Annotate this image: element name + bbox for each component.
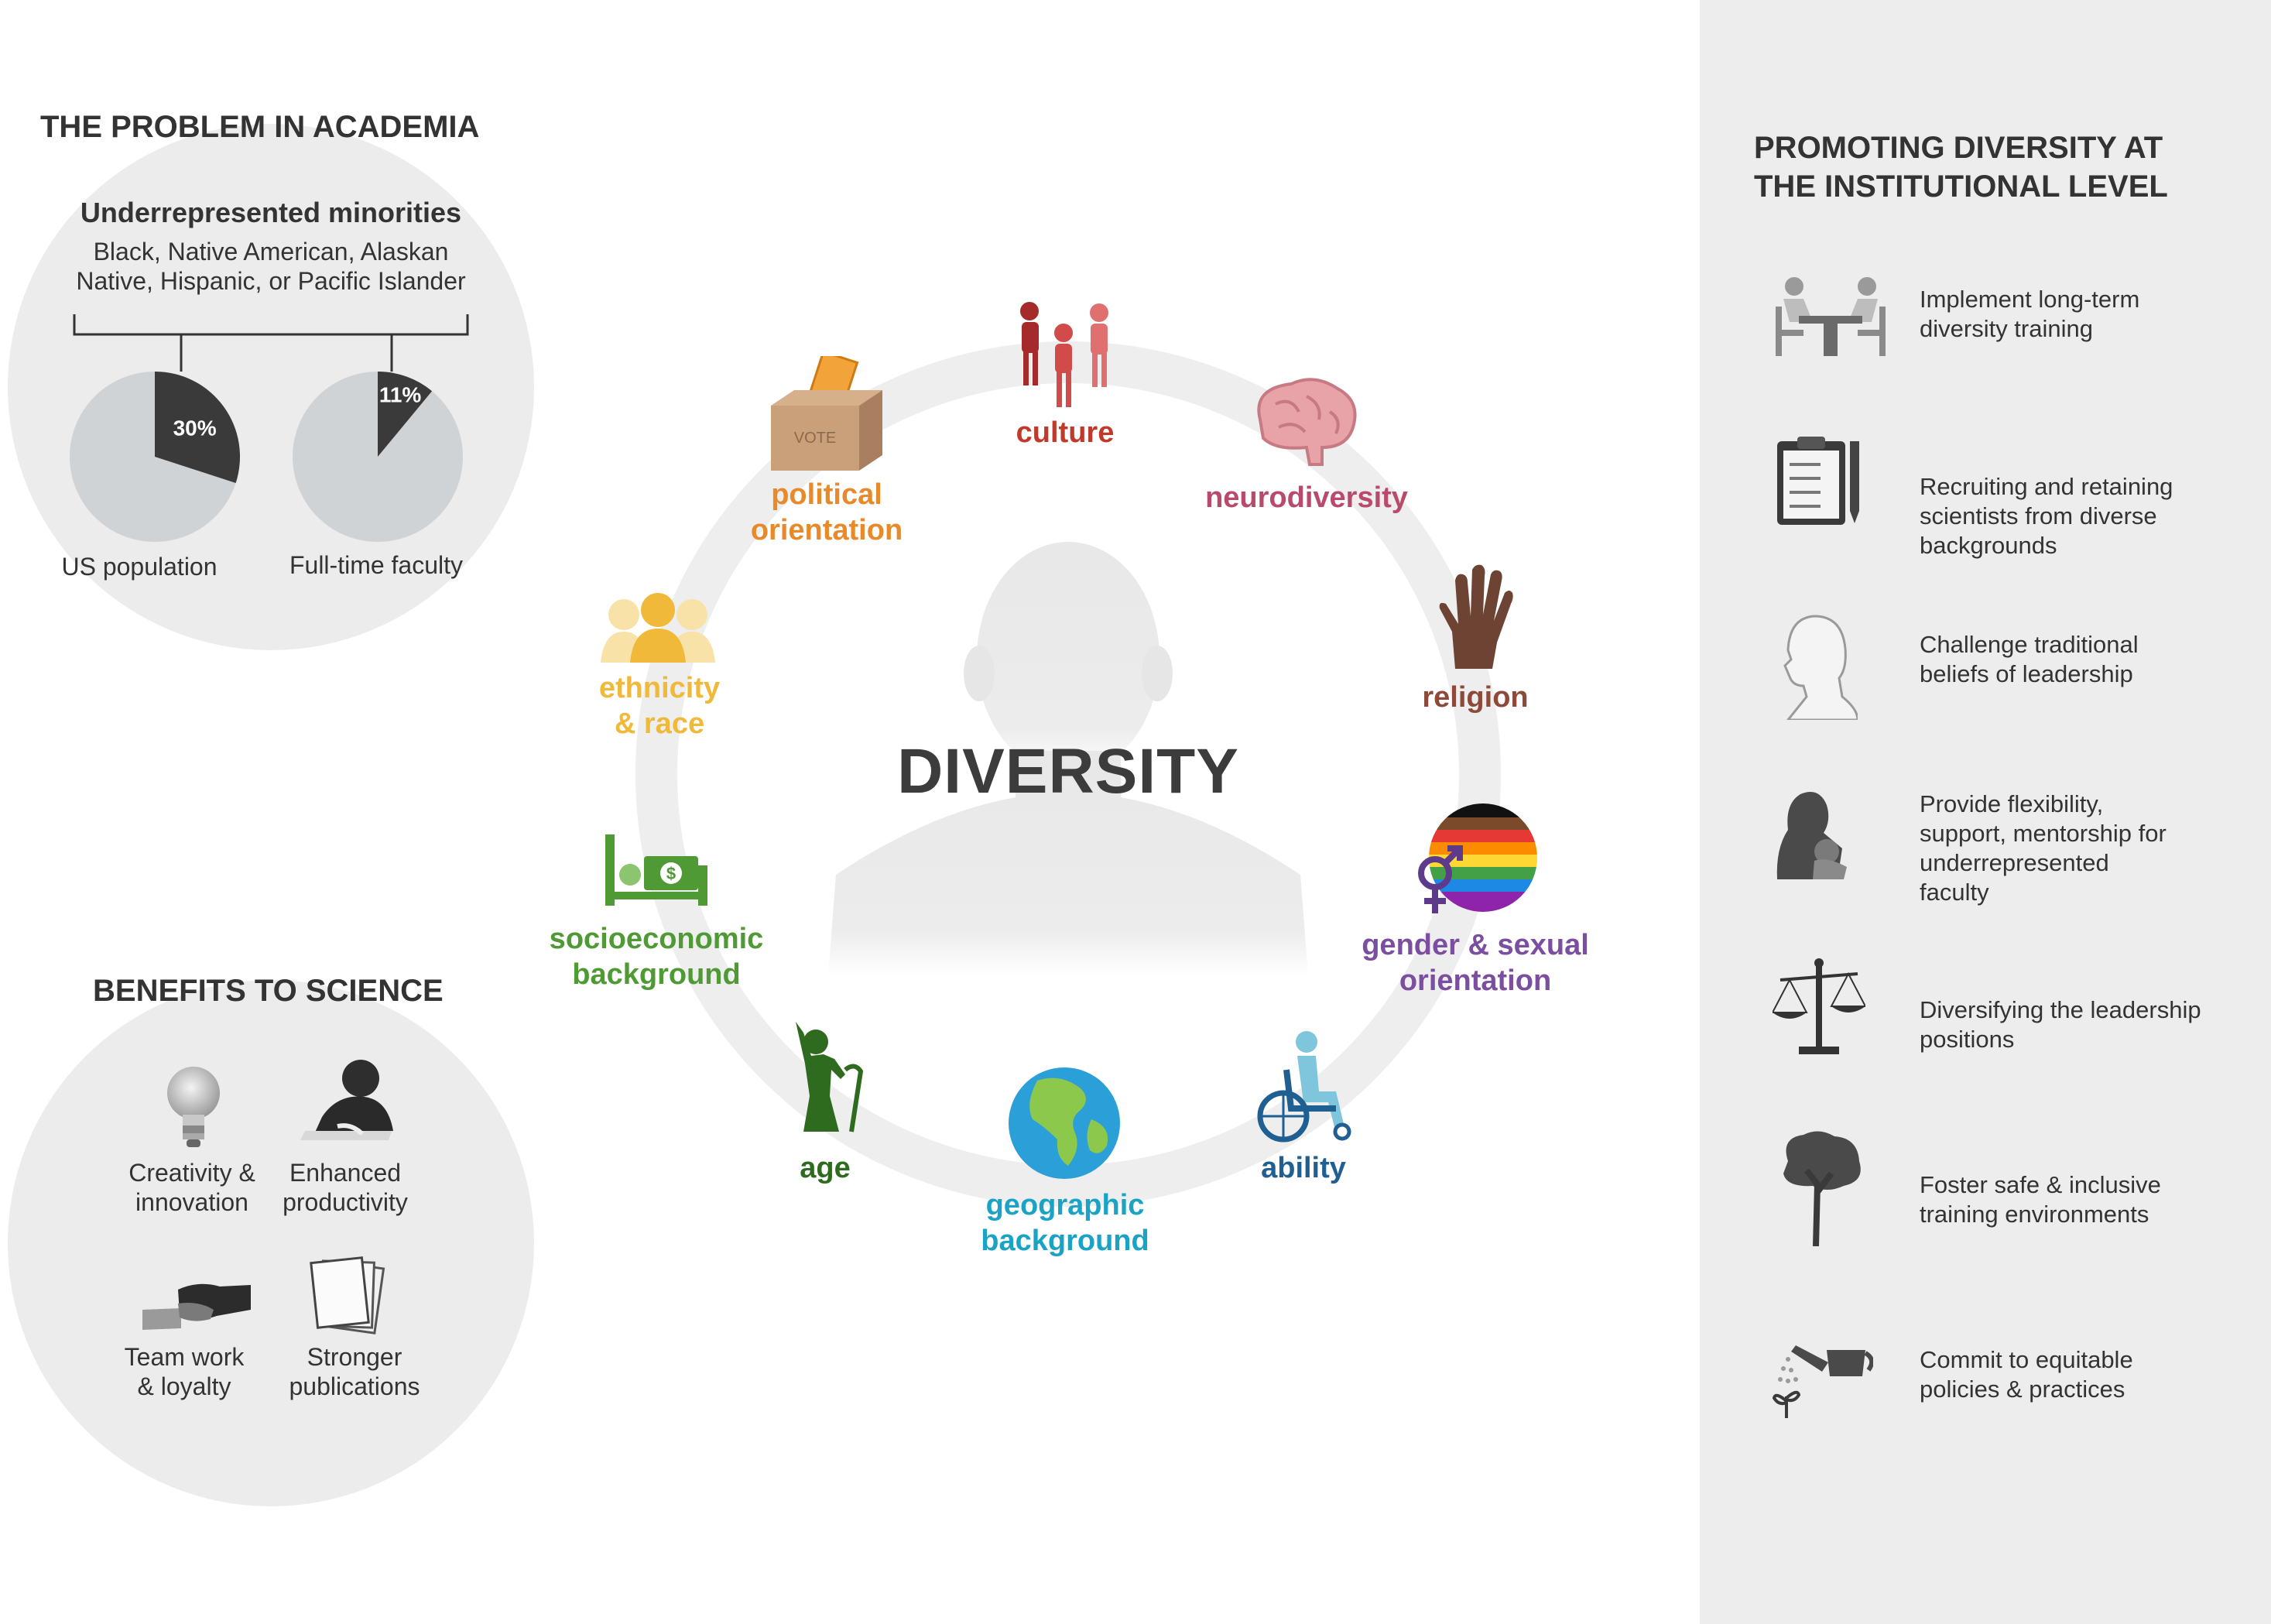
money-bed-icon: $ <box>605 834 707 906</box>
urm-desc-line2: Native, Hispanic, or Pacific Islander <box>76 267 466 295</box>
benefits-circle <box>8 980 534 1506</box>
lightbulb-icon <box>167 1067 220 1147</box>
problem-heading: THE PROBLEM IN ACADEMIA <box>40 110 480 144</box>
pie-us-population: 30% <box>70 372 240 542</box>
diversity-title: DIVERSITY <box>897 736 1239 807</box>
benefits-heading: BENEFITS TO SCIENCE <box>93 974 444 1008</box>
people-group-icon <box>601 593 715 663</box>
elderly-person-icon <box>796 1022 864 1132</box>
svg-text:$: $ <box>666 864 676 883</box>
svg-text:VOTE: VOTE <box>794 430 836 447</box>
papers-icon <box>310 1256 385 1334</box>
culture-icon <box>1020 302 1108 407</box>
category-neurodiversity: neurodiversity <box>1205 481 1408 514</box>
urm-title: Underrepresented minorities <box>80 197 462 228</box>
benefit-creativity: Creativity &innovation <box>128 1159 255 1216</box>
parent-child-icon <box>1776 792 1847 879</box>
writing-person-icon <box>300 1060 393 1140</box>
meeting-icon <box>1776 277 1886 356</box>
brain-icon <box>1257 378 1357 466</box>
category-culture: culture <box>1016 416 1115 449</box>
pie-full-time-faculty: 11% <box>293 372 463 542</box>
ballot-box-icon: VOTE <box>771 356 882 471</box>
pie-slice <box>378 372 433 457</box>
urm-desc-line1: Black, Native American, Alaskan <box>93 238 449 266</box>
promoting-heading: PROMOTING DIVERSITY AT THE INSTITUTIONAL… <box>1754 131 2168 204</box>
handshake-icon <box>142 1283 251 1330</box>
pie-label-full-time-faculty: Full-time faculty <box>289 551 464 579</box>
problem-circle <box>8 124 534 650</box>
category-religion: religion <box>1422 681 1529 714</box>
clipboard-icon <box>1777 437 1859 525</box>
pride-gender-icon <box>1418 803 1537 913</box>
tree-icon <box>1783 1131 1861 1246</box>
category-age: age <box>800 1152 851 1184</box>
wheelchair-icon <box>1257 1031 1351 1143</box>
globe-icon <box>1009 1067 1120 1179</box>
category-ethnicity-race: ethnicity& race <box>598 672 721 740</box>
head-profile-icon <box>1783 615 1858 720</box>
category-ability: ability <box>1261 1152 1346 1184</box>
urm-bracket <box>73 314 469 372</box>
human-bust-icon <box>828 542 1308 975</box>
watering-can-icon <box>1773 1345 1873 1418</box>
hand-icon <box>1439 564 1513 669</box>
benefit-teamwork: Team work& loyalty <box>124 1343 245 1400</box>
pie-value-label: 30% <box>173 416 217 440</box>
promoting-item-4: Provide flexibility,support, mentorship … <box>1920 790 2167 906</box>
pie-value-label: 11% <box>379 382 422 406</box>
scale-icon <box>1773 958 1865 1054</box>
pie-slice <box>155 372 240 483</box>
pie-label-us-population: US population <box>61 553 218 581</box>
